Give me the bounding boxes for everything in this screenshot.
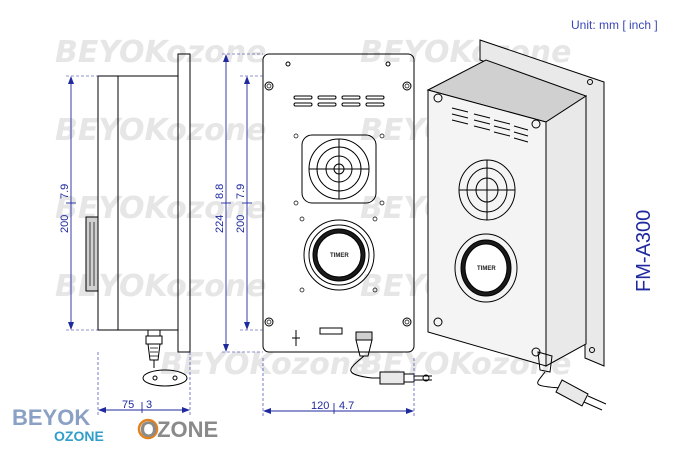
iso-side-face [545, 95, 587, 367]
dim-side-height: 200 7.9 [59, 75, 98, 331]
watermark-9: BEYOKozone [160, 347, 372, 382]
front-outer-in: 8.8 [214, 184, 226, 199]
top-screw-right [385, 61, 391, 67]
top-screw-left [285, 61, 291, 67]
watermark-1: BEYOKozone [55, 35, 267, 70]
vent-slots [293, 95, 385, 107]
unit-label: Unit: mm [ inch ] [571, 18, 658, 32]
side-height-mm: 200 [59, 215, 71, 233]
model-number: FM-A300 [633, 210, 655, 292]
front-inner-in: 7.9 [235, 184, 247, 199]
company-logo: BEYOK OZONE OZONE [12, 405, 218, 444]
front-inner-mm: 200 [235, 215, 247, 233]
logo-ozone-large: OZONE [140, 417, 218, 442]
front-power-cord [350, 355, 380, 379]
side-flange [177, 53, 191, 353]
depth-in: 3 [146, 399, 152, 411]
iso-timer: TIMER [454, 233, 518, 303]
isometric-view: TIMER [426, 39, 607, 411]
width-in: 4.7 [339, 400, 354, 412]
timer-knob: TIMER [299, 216, 378, 293]
front-plug [379, 371, 405, 385]
watermark-3: BEYOKozone [55, 113, 267, 148]
iso-fan [458, 159, 516, 221]
front-outer-mm: 224 [214, 215, 226, 233]
width-mm: 120 [311, 400, 329, 412]
iso-timer-label: TIMER [477, 266, 496, 272]
front-plate [262, 53, 415, 353]
side-view [85, 53, 191, 387]
logo-beyok: BEYOK [12, 405, 90, 430]
side-fan-bulge [85, 216, 99, 292]
logo-ozone-small: OZONE [54, 428, 104, 444]
side-plug [142, 369, 188, 387]
timer-label: TIMER [330, 253, 349, 259]
iso-front-face [427, 89, 547, 367]
front-view: TIMER [262, 53, 432, 385]
dim-front-inner: 200 7.9 [235, 75, 263, 331]
dim-front-outer: 224 8.8 [214, 53, 263, 353]
dim-width: 120 4.7 [262, 358, 415, 418]
dim-depth: 75 3 [97, 352, 191, 415]
depth-mm: 75 [122, 399, 134, 411]
iso-vent-slots [451, 107, 529, 143]
iso-flange [479, 39, 605, 367]
iso-plug [555, 379, 589, 407]
side-height-in: 7.9 [59, 184, 71, 199]
fan-grille [293, 133, 385, 206]
